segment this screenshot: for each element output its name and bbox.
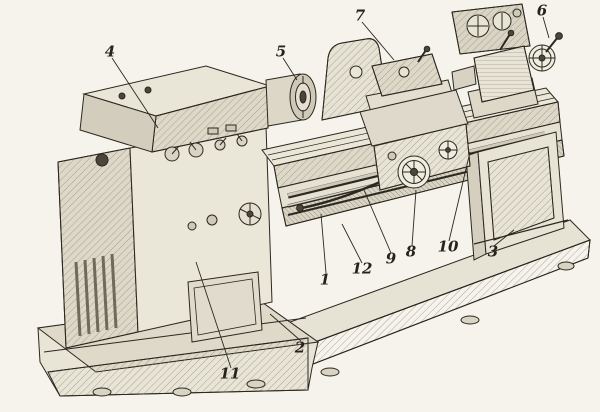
control-panel — [165, 125, 247, 161]
motor-head — [452, 4, 530, 54]
callout-3: 3 — [487, 242, 499, 261]
carriage — [360, 46, 470, 190]
feed-gearbox — [188, 192, 304, 230]
chuck — [266, 74, 316, 126]
cross-feed-handwheel — [439, 141, 457, 159]
callout-8: 8 — [405, 242, 417, 261]
tailstock — [452, 30, 562, 118]
callout-5: 5 — [275, 42, 287, 61]
headstock — [80, 66, 304, 230]
callout-10: 10 — [437, 237, 459, 256]
callout-2: 2 — [294, 338, 306, 357]
callout-12: 12 — [351, 259, 373, 278]
callout-6: 6 — [536, 1, 548, 20]
vent-louvers — [76, 254, 116, 336]
apron-handwheel — [398, 156, 430, 188]
callout-9: 9 — [385, 249, 397, 268]
callout-1: 1 — [319, 270, 331, 289]
cabinet — [58, 126, 272, 348]
callout-11: 11 — [219, 364, 241, 383]
callout-4: 4 — [104, 42, 116, 61]
right-pedestal — [466, 132, 568, 260]
callout-7: 7 — [354, 6, 366, 25]
leader-lines — [112, 17, 549, 368]
tailstock-handwheel — [529, 33, 562, 71]
cabinet-door — [188, 272, 262, 342]
